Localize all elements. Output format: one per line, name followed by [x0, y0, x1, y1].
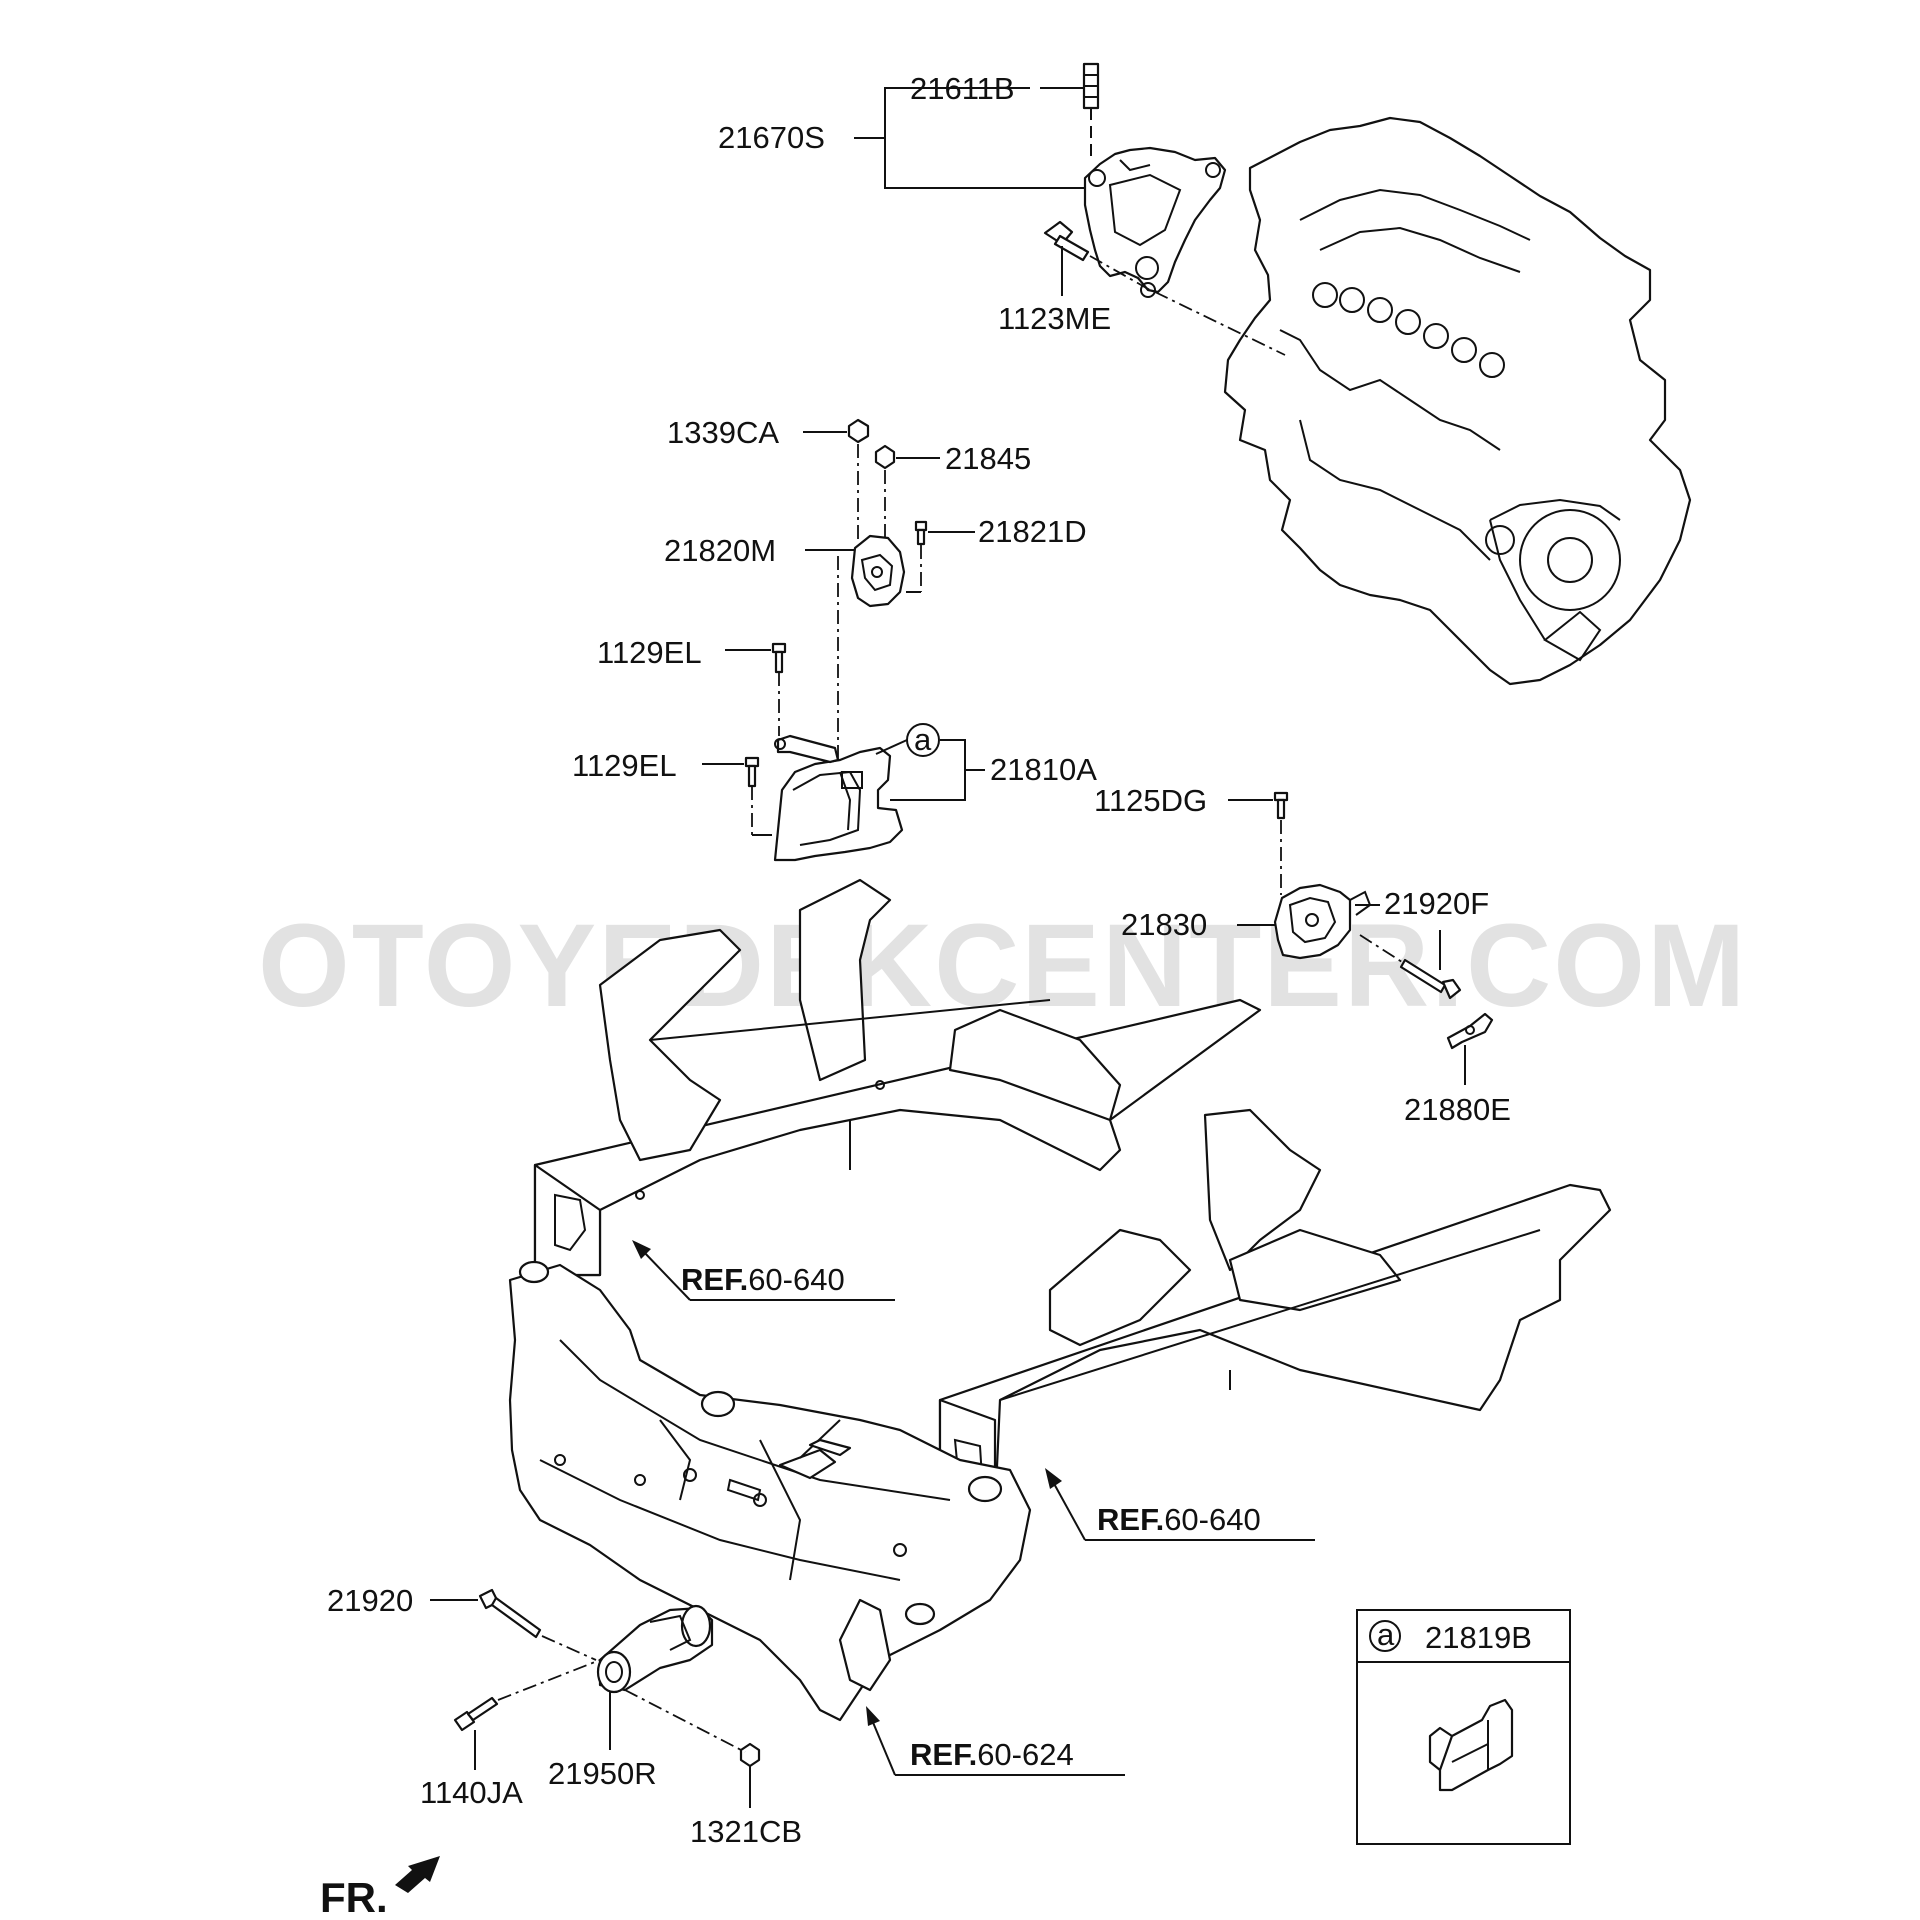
label-21920: 21920 [327, 1583, 413, 1618]
arrow-ref-2 [1045, 1468, 1315, 1541]
bolt-21920F [1359, 934, 1462, 1000]
label-1339CA: 1339CA [667, 415, 779, 450]
engine-bracket-21670S [1083, 146, 1227, 298]
ref-label-3-prefix: REF. [910, 1737, 977, 1772]
label-21830: 21830 [1121, 907, 1207, 942]
clip-21819B [1428, 1698, 1514, 1792]
label-21810A: 21810A [990, 752, 1097, 787]
ref-label-2: REF.60-640 [1097, 1502, 1261, 1537]
label-21880E: 21880E [1404, 1092, 1511, 1127]
label-21821D: 21821D [978, 514, 1087, 549]
inset-part-label: 21819B [1425, 1620, 1532, 1655]
leader-lines [430, 87, 1466, 1808]
stud-21611B [1082, 62, 1100, 160]
label-1140JA: 1140JA [420, 1775, 523, 1810]
roll-rod-21950R [596, 1604, 714, 1694]
front-arrow-icon [395, 1856, 440, 1893]
ref-label-1-code: 60-640 [748, 1262, 845, 1297]
side-member-lower [938, 1108, 1612, 1512]
bolt-21920 [478, 1588, 597, 1661]
callout-a: a [875, 722, 940, 757]
bolt-1125DG [1273, 791, 1289, 895]
bracket-21880E [1446, 1012, 1494, 1050]
nut-21845 [874, 444, 896, 540]
label-1129EL-a: 1129EL [597, 635, 702, 670]
engine-block [1223, 116, 1692, 686]
ref-label-3: REF.60-624 [910, 1737, 1074, 1772]
arrow-ref-3 [866, 1706, 1125, 1776]
ref-label-1: REF.60-640 [681, 1262, 845, 1297]
label-21920F: 21920F [1384, 886, 1489, 921]
ref-label-2-prefix: REF. [1097, 1502, 1164, 1537]
bolt-1129EL-b [744, 756, 772, 836]
label-1129EL-b: 1129EL [572, 748, 677, 783]
label-21611B: 21611B [910, 71, 1015, 106]
label-1123ME: 1123ME [998, 301, 1111, 336]
bolt-1129EL-a [771, 642, 787, 736]
ref-label-2-code: 60-640 [1164, 1502, 1261, 1537]
front-subframe [508, 1260, 1032, 1722]
side-member-upper [533, 878, 1262, 1277]
ref-label-1-prefix: REF. [681, 1262, 748, 1297]
label-1125DG: 1125DG [1094, 783, 1207, 818]
inset-marker: a [1377, 1617, 1395, 1652]
nut-1321CB [624, 1689, 761, 1768]
arrow-ref-1 [632, 1240, 895, 1301]
bolt-1123ME [1043, 220, 1151, 291]
ref-label-3-code: 60-624 [977, 1737, 1074, 1772]
bolt-1140JA [453, 1659, 601, 1732]
bracket-21820M [850, 534, 906, 608]
label-21950R: 21950R [548, 1756, 657, 1791]
nut-1339CA [847, 418, 870, 540]
label-21845: 21845 [945, 441, 1031, 476]
label-21820M: 21820M [664, 533, 776, 568]
label-1321CB: 1321CB [690, 1814, 802, 1849]
inset-box: a 21819B [1356, 1609, 1571, 1845]
front-direction: FR. [320, 1856, 440, 1920]
transmission-mount-21830 [1273, 883, 1372, 960]
inset-marker-circle [1369, 1620, 1401, 1652]
bolt-21821D [906, 520, 928, 593]
callout-a-text: a [914, 722, 932, 757]
front-label: FR. [320, 1874, 388, 1920]
label-21670S: 21670S [718, 120, 825, 155]
engine-mount-21810A [773, 734, 904, 862]
